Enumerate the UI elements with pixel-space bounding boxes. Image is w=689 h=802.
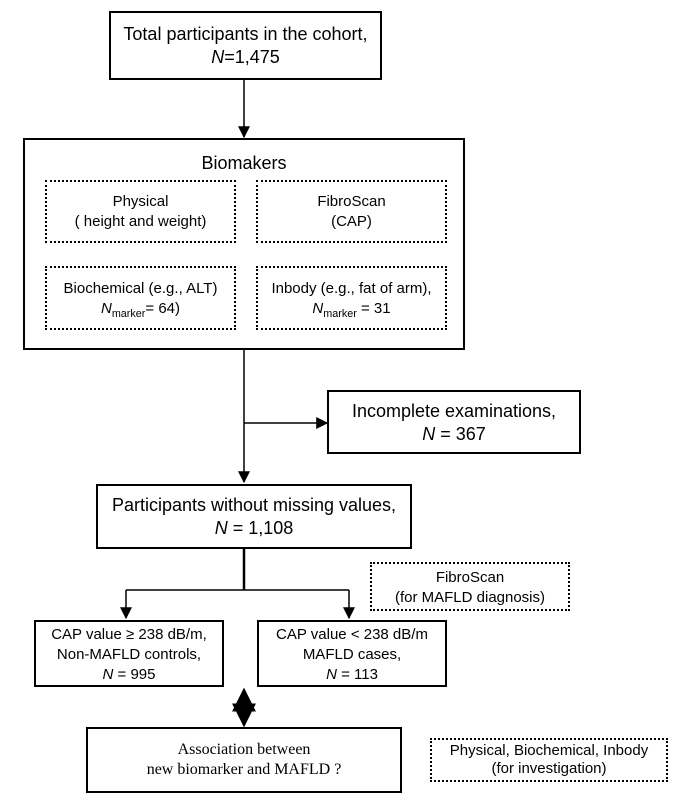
cohort-title: Total participants in the cohort, bbox=[123, 24, 368, 44]
fibroscan-box: FibroScan (CAP) bbox=[256, 180, 447, 243]
biochemical-box: Biochemical (e.g., ALT) Nmarker= 64) bbox=[45, 266, 236, 330]
incomplete-box: Incomplete examinations, N = 367 bbox=[327, 390, 581, 454]
fibroscan-diagnosis-note: FibroScan (for MAFLD diagnosis) bbox=[370, 562, 570, 611]
cohort-count: N=1,475 bbox=[211, 47, 280, 67]
cohort-box: Total participants in the cohort, N=1,47… bbox=[109, 11, 382, 80]
investigation-note: Physical, Biochemical, Inbody (for inves… bbox=[430, 738, 668, 782]
biomakers-box bbox=[23, 138, 465, 350]
biomakers-title: Biomakers bbox=[201, 153, 287, 173]
complete-box: Participants without missing values, N =… bbox=[96, 484, 412, 549]
inbody-box: Inbody (e.g., fat of arm), Nmarker = 31 bbox=[256, 266, 447, 330]
controls-box: CAP value ≥ 238 dB/m, Non-MAFLD controls… bbox=[34, 620, 224, 687]
physical-box: Physical ( height and weight) bbox=[45, 180, 236, 243]
cases-box: CAP value < 238 dB/m MAFLD cases, N = 11… bbox=[257, 620, 447, 687]
association-box: Association between new biomarker and MA… bbox=[86, 727, 402, 793]
